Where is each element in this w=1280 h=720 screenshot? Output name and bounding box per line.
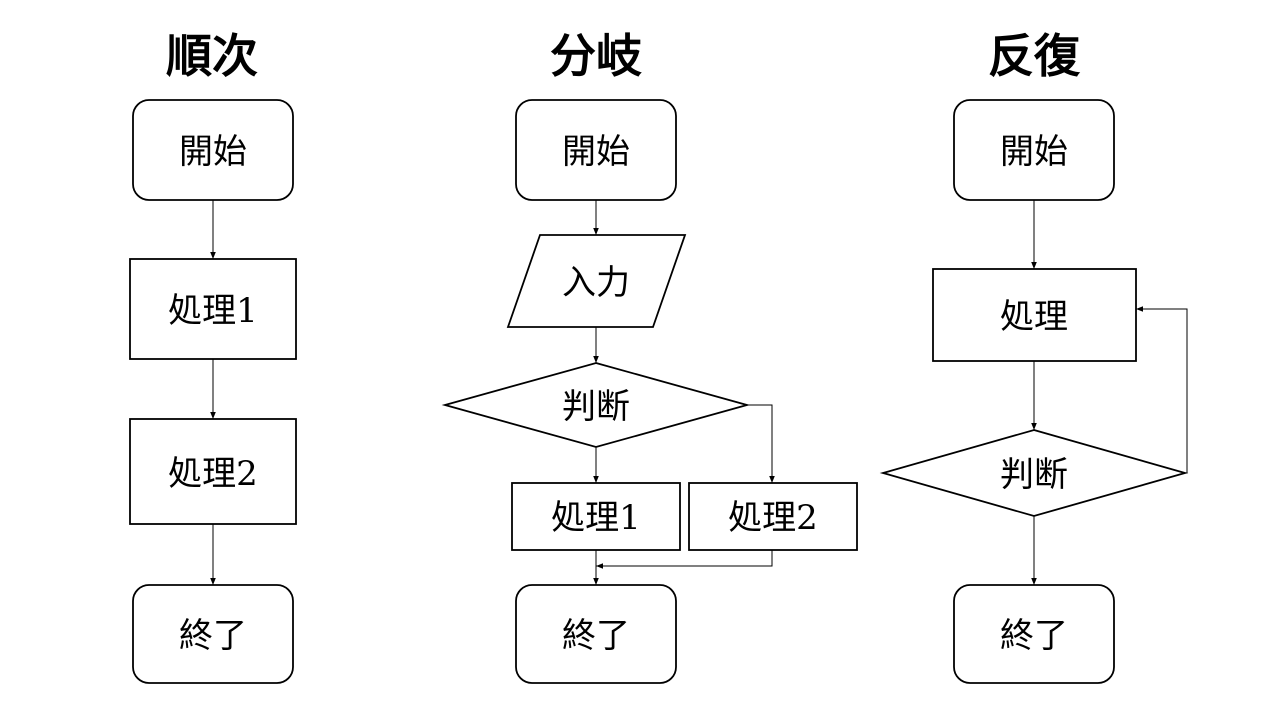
sequence-process1-label: 処理1 xyxy=(168,291,258,331)
branch-input-label: 入力 xyxy=(562,263,630,303)
sequence-process2-label: 処理2 xyxy=(168,454,258,494)
sequence-end-label: 終了 xyxy=(179,616,247,656)
loop-decision-label: 判断 xyxy=(1000,455,1068,495)
sequence-process2-node: 処理2 xyxy=(129,418,297,525)
branch-process2-label: 処理2 xyxy=(728,498,818,538)
loop-flowchart: 反復 開始 処理 判断 終了 xyxy=(879,29,1189,684)
sequence-process1-node: 処理1 xyxy=(129,258,297,360)
branch-title: 分岐 xyxy=(550,29,642,83)
branch-process1-node: 処理1 xyxy=(511,482,681,551)
loop-decision-node: 判断 xyxy=(879,429,1189,517)
branch-input-node: 入力 xyxy=(506,234,687,328)
branch-start-label: 開始 xyxy=(562,132,630,172)
branch-start-node: 開始 xyxy=(515,99,677,201)
loop-title: 反復 xyxy=(988,29,1081,83)
sequence-start-label: 開始 xyxy=(179,132,247,172)
branch-end-node: 終了 xyxy=(515,584,677,684)
branch-decision-label: 判断 xyxy=(562,387,630,427)
branch-process2-node: 処理2 xyxy=(688,482,858,551)
loop-start-node: 開始 xyxy=(953,99,1115,201)
sequence-end-node: 終了 xyxy=(132,584,294,684)
branch-end-label: 終了 xyxy=(562,616,630,656)
branch-decision-node: 判断 xyxy=(441,362,751,448)
loop-start-label: 開始 xyxy=(1000,132,1068,172)
loop-process-node: 処理 xyxy=(932,268,1137,362)
loop-connector-decision-back-to-process xyxy=(1136,306,1188,474)
sequence-start-node: 開始 xyxy=(132,99,294,201)
branch-connector-process2-merge xyxy=(596,550,773,569)
sequence-flowchart: 順次 開始 処理1 処理2 終了 xyxy=(129,29,297,684)
branch-flowchart: 分岐 開始 入力 判断 処理1 処理2 終了 xyxy=(441,29,858,684)
branch-process1-label: 処理1 xyxy=(551,498,641,538)
branch-connector-decision-to-process2 xyxy=(747,404,775,483)
loop-process-label: 処理 xyxy=(1000,297,1068,337)
loop-end-node: 終了 xyxy=(953,584,1115,684)
loop-end-label: 終了 xyxy=(1000,616,1068,656)
sequence-title: 順次 xyxy=(166,29,258,83)
